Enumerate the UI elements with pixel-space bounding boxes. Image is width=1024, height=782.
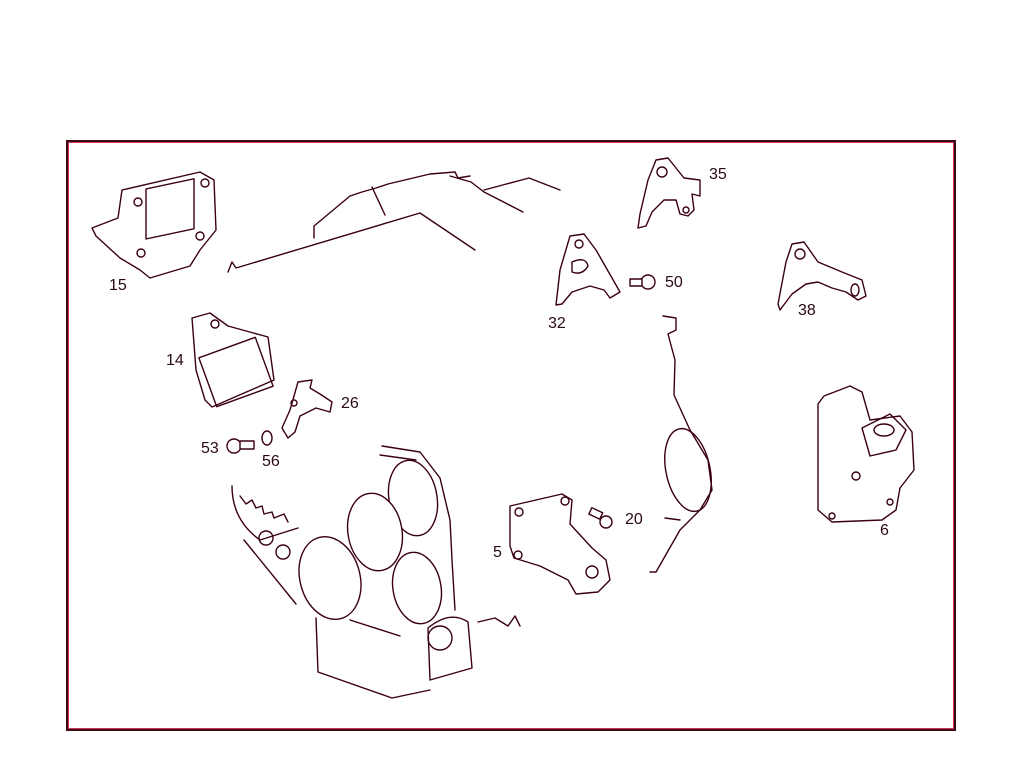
part-6-engine-mount (817, 385, 915, 523)
part-20-bolt (588, 507, 613, 529)
callout-38: 38 (798, 302, 816, 319)
part-15-mount-bracket (91, 171, 217, 279)
part-50-bolt (629, 274, 656, 290)
callout-50: 50 (665, 274, 683, 291)
part-14-mount-plate (191, 312, 275, 408)
callout-26: 26 (341, 395, 359, 412)
callout-32: 32 (548, 315, 566, 332)
part-53-bolt (226, 438, 255, 454)
callout-15: 15 (109, 277, 127, 294)
callout-35: 35 (709, 166, 727, 183)
callout-14: 14 (166, 352, 184, 369)
part-32-bracket (555, 233, 621, 306)
part-38-bracket (777, 241, 867, 311)
callout-5: 5 (493, 544, 502, 561)
callout-6: 6 (880, 522, 889, 539)
part-26-clip (281, 379, 333, 439)
pulley-assembly (231, 445, 521, 699)
callout-53: 53 (201, 440, 219, 457)
callout-56: 56 (262, 453, 280, 470)
callout-20: 20 (625, 511, 643, 528)
engine-block-outline (227, 171, 713, 573)
part-56-washer (261, 430, 273, 446)
part-35-bracket (637, 157, 701, 229)
diagram-frame (66, 140, 956, 731)
part-5-engine-mount (509, 493, 611, 595)
